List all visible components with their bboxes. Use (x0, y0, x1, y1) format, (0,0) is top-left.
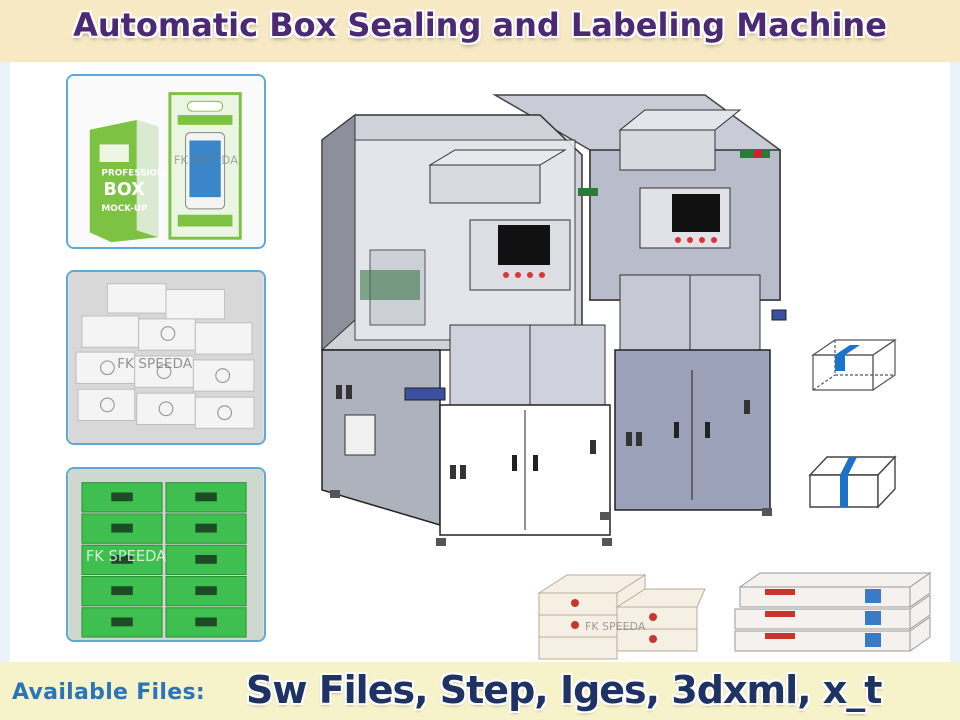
machine-render (300, 70, 790, 560)
file-formats-list: Sw Files, Step, Iges, 3dxml, x_t (246, 668, 882, 712)
product-boxes-image: FK SPEEDA (535, 565, 932, 665)
products-watermark: FK SPEEDA (585, 620, 646, 633)
title-bar: Automatic Box Sealing and Labeling Machi… (0, 0, 960, 62)
machine-illustration (321, 94, 787, 546)
available-files-label: Available Files: (12, 680, 205, 705)
white-boxes-thumbnail: FK SPEEDA (66, 270, 266, 445)
product-samples: FK SPEEDA (535, 565, 955, 665)
box-mockup-image: PROFESSIONAL BOX MOCK-UP FK SPEEDA (68, 76, 264, 247)
box-text-3: MOCK-UP (102, 204, 148, 214)
footer-bar: Available Files: Sw Files, Step, Iges, 3… (0, 662, 960, 720)
green-boxes-image: FK SPEEDA (68, 469, 264, 640)
box-label-icons (808, 338, 897, 509)
box-mockup-thumbnail: PROFESSIONAL BOX MOCK-UP FK SPEEDA (66, 74, 266, 249)
green-boxes-thumbnail: FK SPEEDA (66, 467, 266, 642)
box-text-2: BOX (103, 180, 145, 200)
label-position-icons (805, 335, 900, 520)
box-mockup-watermark: FK SPEEDA (174, 153, 238, 167)
page-title: Automatic Box Sealing and Labeling Machi… (73, 6, 887, 44)
box-text-1: PROFESSIONAL (102, 169, 178, 179)
white-boxes-image: FK SPEEDA (68, 272, 264, 443)
green-boxes-watermark: FK SPEEDA (86, 548, 166, 565)
white-boxes-watermark: FK SPEEDA (117, 356, 193, 372)
